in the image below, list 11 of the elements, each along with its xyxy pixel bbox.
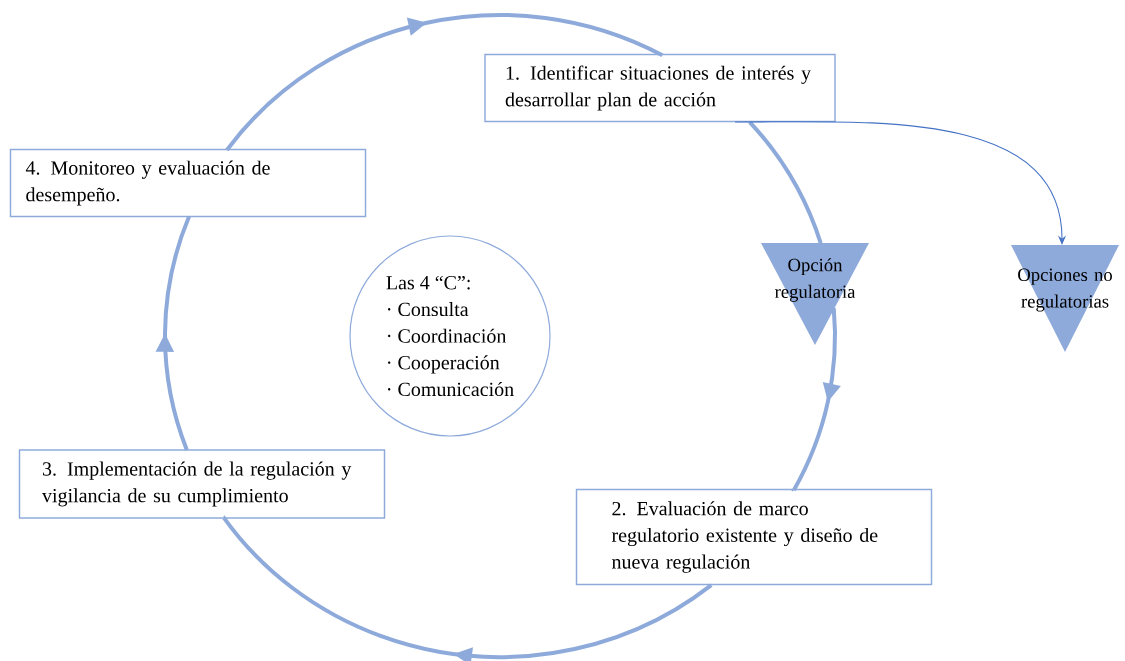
cycle-arrow xyxy=(791,307,841,493)
process-box: 1. Identificar situaciones de interés y desarrollar plan de acción xyxy=(484,53,836,123)
process-box: 3. Implementación de la regulación y vigilancia de su cumplimiento xyxy=(18,449,386,519)
cycle-arrow xyxy=(221,515,713,661)
process-box: 4. Monitoreo y evaluación de desempeño. xyxy=(9,148,367,218)
decision-triangle: Opciones no regulatorias xyxy=(1011,245,1119,352)
decision-triangle: Opción regulatoria xyxy=(761,243,869,345)
cycle-arrow xyxy=(225,13,665,152)
cycle-arrow xyxy=(155,214,191,451)
process-box: 2. Evaluación de marco regulatorio existente y diseño de nueva regulación xyxy=(575,488,933,586)
arrow xyxy=(734,121,1067,245)
